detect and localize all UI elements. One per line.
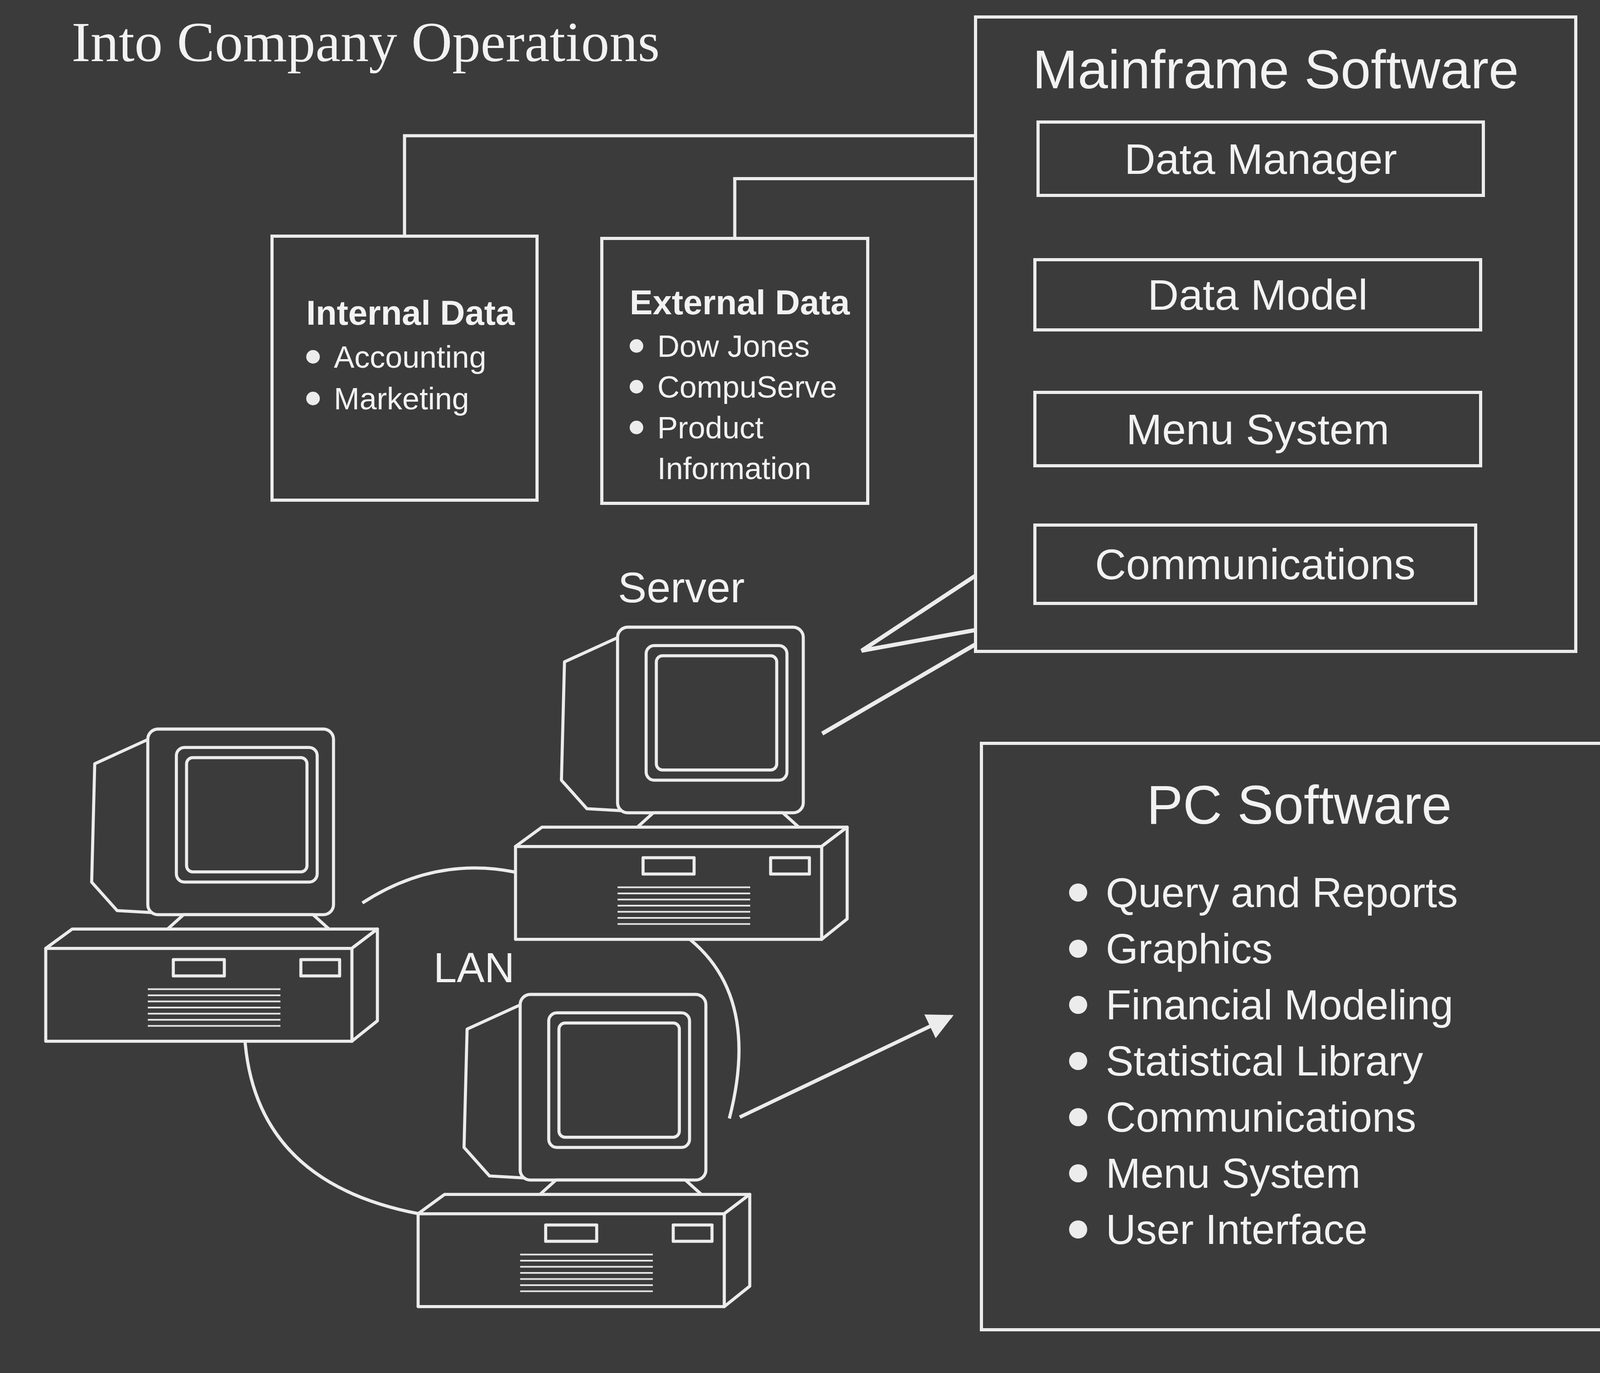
box-label: Data Model — [1147, 269, 1369, 321]
bullet-text: Graphics — [1105, 920, 1273, 978]
process-box: Data Model — [1033, 258, 1483, 332]
diagram-title: Into Company Operations — [71, 9, 660, 75]
bullet-row: Query and Reports — [1069, 864, 1598, 921]
bullet-row: Accounting — [306, 336, 523, 378]
bullet-row: Communications — [1069, 1089, 1598, 1146]
bullet-text: Statistical Library — [1105, 1033, 1423, 1090]
computer-label: Server — [499, 561, 863, 614]
mainframe-software-box: Mainframe SoftwareData ManagerData Model… — [973, 15, 1578, 654]
server-computer: Server — [499, 561, 863, 944]
process-box: Data Manager — [1036, 120, 1485, 198]
bullet-dot — [1069, 1052, 1088, 1071]
bullet-text: User Interface — [1105, 1201, 1368, 1258]
server-illustration — [515, 627, 848, 940]
lan-cable — [362, 868, 516, 904]
bullet-dot — [629, 420, 644, 435]
bullet-row: Menu System — [1069, 1145, 1598, 1202]
bullet-text: Menu System — [1105, 1145, 1361, 1202]
bullet-dot — [1069, 939, 1088, 959]
bullet-text: Marketing — [333, 377, 470, 420]
bullet-dot — [1069, 1220, 1088, 1239]
pc-illustration — [45, 729, 378, 1042]
bullet-dot — [629, 380, 644, 394]
bullet-dot — [306, 350, 320, 364]
lan-cable — [244, 1036, 419, 1215]
bullet-dot — [1069, 1108, 1088, 1127]
process-box: Menu System — [1033, 390, 1483, 468]
bullet-dot — [306, 391, 320, 406]
bullet-dot — [1069, 996, 1088, 1015]
process-box: Communications — [1033, 523, 1478, 606]
box-label: Menu System — [1126, 403, 1390, 456]
box-label: Communications — [1094, 538, 1416, 591]
box-heading: PC Software — [1001, 772, 1598, 838]
group-heading: Mainframe Software — [977, 36, 1575, 102]
data-source-box: External DataDow JonesCompuServeProduct … — [600, 236, 870, 506]
bullet-row: Statistical Library — [1069, 1033, 1598, 1090]
network-label: LAN — [433, 944, 515, 993]
bullet-text: CompuServe — [657, 366, 838, 408]
box-heading: External Data — [629, 281, 854, 323]
bullet-text: Query and Reports — [1105, 864, 1458, 921]
bullet-row: Financial Modeling — [1069, 977, 1598, 1034]
data-source-box: Internal DataAccountingMarketing — [270, 234, 539, 502]
bullet-text: Dow Jones — [657, 325, 810, 367]
bullet-row: Graphics — [1069, 920, 1598, 978]
flow-arrow — [404, 135, 1037, 235]
bullet-row: Dow Jones — [629, 325, 854, 367]
bullet-text: Financial Modeling — [1105, 977, 1454, 1034]
pc-software-arrow — [739, 1016, 952, 1118]
box-heading: Internal Data — [306, 292, 523, 334]
pc-illustration — [418, 994, 750, 1307]
bullet-row: Product Information — [629, 407, 854, 489]
bullet-text: Accounting — [333, 336, 487, 378]
bullet-text: Product Information — [657, 407, 854, 489]
box-label: Data Manager — [1124, 133, 1398, 185]
bullet-dot — [1069, 1164, 1088, 1183]
bullet-text: Communications — [1105, 1089, 1417, 1146]
pc-software-box: PC SoftwareQuery and ReportsGraphicsFina… — [979, 742, 1600, 1332]
bullet-row: CompuServe — [629, 366, 854, 408]
bullet-dot — [629, 339, 644, 353]
bullet-dot — [1069, 883, 1088, 902]
bullet-row: User Interface — [1069, 1201, 1598, 1258]
bullet-row: Marketing — [306, 377, 523, 420]
